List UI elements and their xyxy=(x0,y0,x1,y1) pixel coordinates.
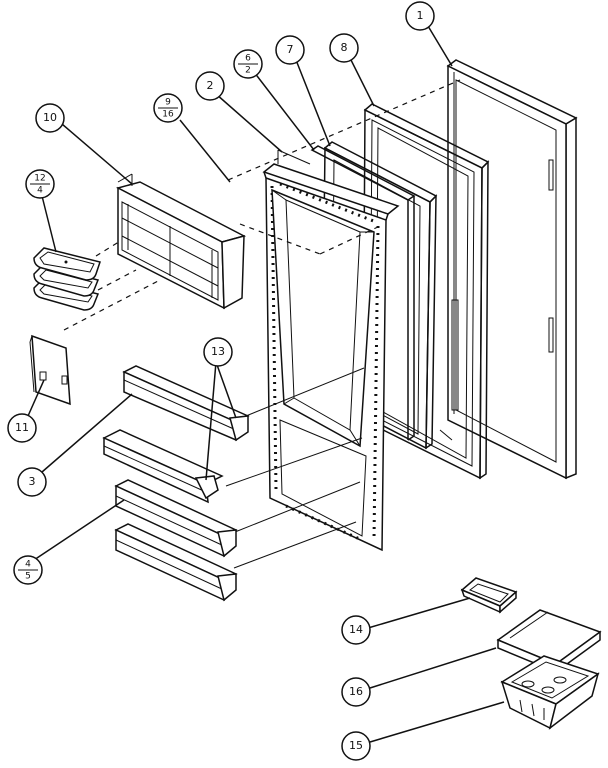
door-outer-panel xyxy=(439,59,578,480)
callout-14: 14 xyxy=(341,615,371,645)
callout-15: 15 xyxy=(341,731,371,761)
callout-15-label: 15 xyxy=(349,739,363,752)
explode-lines xyxy=(63,79,461,569)
callout-11-label: 11 xyxy=(15,421,29,434)
callout-7: 7 xyxy=(275,35,305,65)
callout-2-label: 2 xyxy=(207,79,214,92)
storage-bin xyxy=(500,655,600,730)
callout-4-5-top: 4 xyxy=(25,560,31,570)
callout-10-label: 10 xyxy=(43,111,57,124)
callout-9-16: 9 16 xyxy=(153,93,183,123)
small-tray xyxy=(460,577,518,614)
callout-7-label: 7 xyxy=(287,43,294,56)
callout-2: 2 xyxy=(195,71,225,101)
callout-4-5-bottom: 5 xyxy=(25,572,31,582)
callout-11: 11 xyxy=(7,413,37,443)
door-shelf-middle xyxy=(102,429,224,504)
door-liner xyxy=(262,149,400,552)
compartment-cover xyxy=(29,334,71,406)
callout-9-16-top: 9 xyxy=(165,98,171,108)
door-shelf-upper xyxy=(122,365,250,442)
callout-leaders xyxy=(27,25,505,743)
callout-12-4-bottom: 4 xyxy=(37,186,43,196)
callout-6-2-bottom: 2 xyxy=(245,66,251,76)
callout-14-label: 14 xyxy=(349,623,363,636)
callout-16-label: 16 xyxy=(349,685,363,698)
bin-lid xyxy=(496,609,602,674)
callout-6-2: 6 2 xyxy=(233,49,263,79)
callout-8-label: 8 xyxy=(341,41,348,54)
callout-16: 16 xyxy=(341,677,371,707)
door-shelf-bottom xyxy=(114,523,238,602)
callout-3: 3 xyxy=(17,467,47,497)
callout-3-label: 3 xyxy=(29,475,36,488)
callout-1-label: 1 xyxy=(417,9,424,22)
door-shelf-lower xyxy=(114,479,238,558)
callout-8: 8 xyxy=(329,33,359,63)
callout-10: 10 xyxy=(35,103,65,133)
callout-6-2-top: 6 xyxy=(245,54,251,64)
door-dike xyxy=(310,145,416,441)
callout-12-4-top: 12 xyxy=(34,174,45,184)
callout-13-label: 13 xyxy=(211,345,225,358)
stacked-containers xyxy=(33,247,101,311)
callout-1: 1 xyxy=(405,1,435,31)
callout-9-16-bottom: 16 xyxy=(162,110,174,120)
callout-12-4: 12 4 xyxy=(25,169,55,199)
callout-4-5: 4 5 xyxy=(13,555,43,585)
dairy-compartment xyxy=(115,173,247,310)
callout-13: 13 xyxy=(203,337,233,367)
